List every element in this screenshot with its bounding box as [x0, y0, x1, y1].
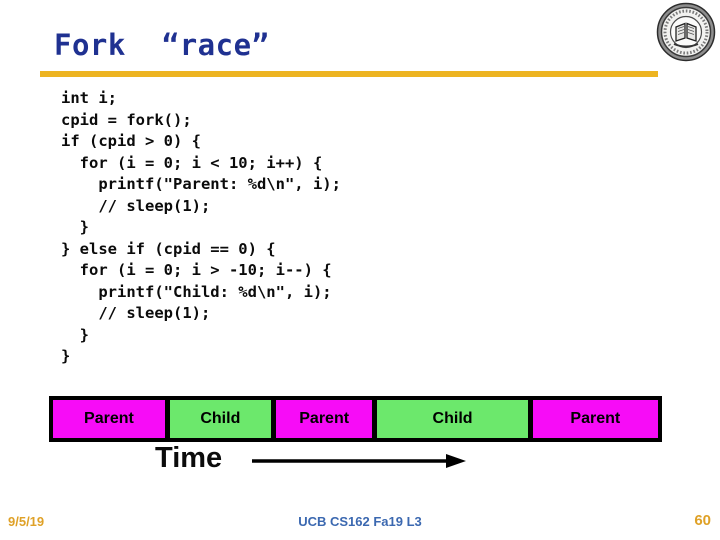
timeline-segment-child: Child — [169, 400, 271, 438]
timeline-segment-child: Child — [377, 400, 528, 438]
seal-icon — [656, 2, 716, 62]
footer-date: 9/5/19 — [8, 514, 45, 529]
open-book-glyph — [675, 22, 697, 42]
timeline-segment-parent: Parent — [275, 400, 373, 438]
footer-course-label: UCB CS162 Fa19 L3 — [298, 514, 422, 529]
title-underline-rule — [40, 71, 658, 77]
timeline-segment-parent: Parent — [532, 400, 658, 438]
code-sample: int i; cpid = fork(); if (cpid > 0) { fo… — [61, 89, 341, 365]
time-arrow-icon — [250, 450, 470, 477]
timeline-segment-parent: Parent — [53, 400, 165, 438]
footer-page-number: 60 — [694, 512, 711, 529]
page-title: Fork “race” — [54, 28, 270, 62]
uc-berkeley-seal-logo — [656, 2, 716, 62]
time-axis-label: Time — [155, 442, 223, 474]
